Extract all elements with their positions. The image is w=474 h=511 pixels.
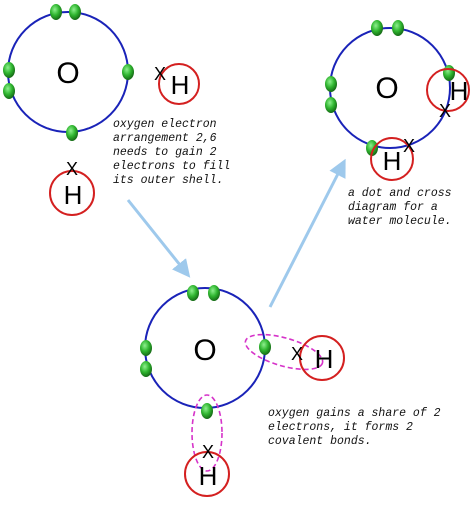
electron-dot	[259, 339, 271, 355]
stage3-oxygen-atom: O	[325, 20, 455, 156]
note-line: covalent bonds.	[268, 435, 372, 448]
electron-dot	[392, 20, 404, 36]
note-dot-and-cross: a dot and cross diagram for a water mole…	[348, 187, 452, 229]
note-covalent-bonds: oxygen gains a share of 2 electrons, it …	[268, 407, 441, 449]
electron-dot	[366, 140, 378, 156]
electron-dot	[325, 76, 337, 92]
electron-dot	[122, 64, 134, 80]
electron-dot	[325, 97, 337, 113]
hydrogen-ring	[49, 170, 95, 216]
hydrogen-electron-cross: X	[66, 159, 78, 179]
hydrogen-electron-cross: X	[291, 344, 303, 364]
stage3-hydrogen-right: H X	[426, 68, 470, 121]
note-line: electrons to fill	[113, 160, 231, 173]
note-line: its outer shell.	[113, 174, 224, 187]
note-line: oxygen electron	[113, 118, 217, 131]
note-line: electrons, it forms 2	[268, 421, 413, 434]
hydrogen-symbol: H	[315, 344, 334, 374]
hydrogen-symbol: H	[199, 461, 218, 491]
hydrogen-ring	[299, 335, 345, 381]
arrow-to-final-molecule	[268, 158, 346, 308]
hydrogen-ring	[370, 137, 414, 181]
electron-dot	[201, 403, 213, 419]
oxygen-symbol: O	[193, 334, 216, 367]
stage1-hydrogen-bottom: H X	[49, 159, 95, 216]
hydrogen-symbol: H	[450, 76, 469, 106]
hydrogen-ring	[426, 68, 470, 112]
shared-pair-outline-right	[244, 333, 324, 371]
note-oxygen-arrangement: oxygen electron arrangement 2,6 needs to…	[113, 118, 230, 188]
hydrogen-electron-cross: X	[403, 136, 415, 156]
oxygen-symbol: O	[375, 72, 398, 105]
electron-dot	[50, 4, 62, 20]
stage1-oxygen-atom: O	[3, 4, 134, 141]
hydrogen-ring	[184, 451, 230, 497]
note-line: needs to gain 2	[113, 146, 217, 159]
shared-pair-outline-bottom	[191, 394, 223, 472]
hydrogen-electron-cross: X	[202, 442, 214, 462]
electron-dot	[66, 125, 78, 141]
note-line: water molecule.	[348, 215, 452, 228]
note-line: oxygen gains a share of 2	[268, 407, 441, 420]
note-line: diagram for a	[348, 201, 438, 214]
hydrogen-ring	[158, 63, 200, 105]
stage1-hydrogen-right: H X	[154, 63, 200, 105]
electron-dot	[3, 62, 15, 78]
note-line: arrangement 2,6	[113, 132, 217, 145]
arrow-to-bonding-stage	[126, 199, 191, 278]
electron-dot	[208, 285, 220, 301]
hydrogen-electron-cross: X	[439, 101, 451, 121]
note-line: a dot and cross	[348, 187, 452, 200]
stage2-hydrogen-bottom: H X	[184, 442, 230, 497]
electron-dot	[140, 340, 152, 356]
hydrogen-electron-cross: X	[154, 64, 166, 84]
electron-dot	[3, 83, 15, 99]
stage2-hydrogen-right: H X	[291, 335, 345, 381]
stage3-hydrogen-bottom: H X	[370, 136, 415, 181]
electron-dot	[69, 4, 81, 20]
hydrogen-symbol: H	[383, 146, 402, 176]
hydrogen-symbol: H	[64, 180, 83, 210]
electron-dot	[140, 361, 152, 377]
stage2-oxygen-atom: O	[140, 285, 271, 419]
oxygen-symbol: O	[56, 57, 79, 90]
electron-dot	[187, 285, 199, 301]
electron-dot	[371, 20, 383, 36]
hydrogen-symbol: H	[171, 70, 190, 100]
